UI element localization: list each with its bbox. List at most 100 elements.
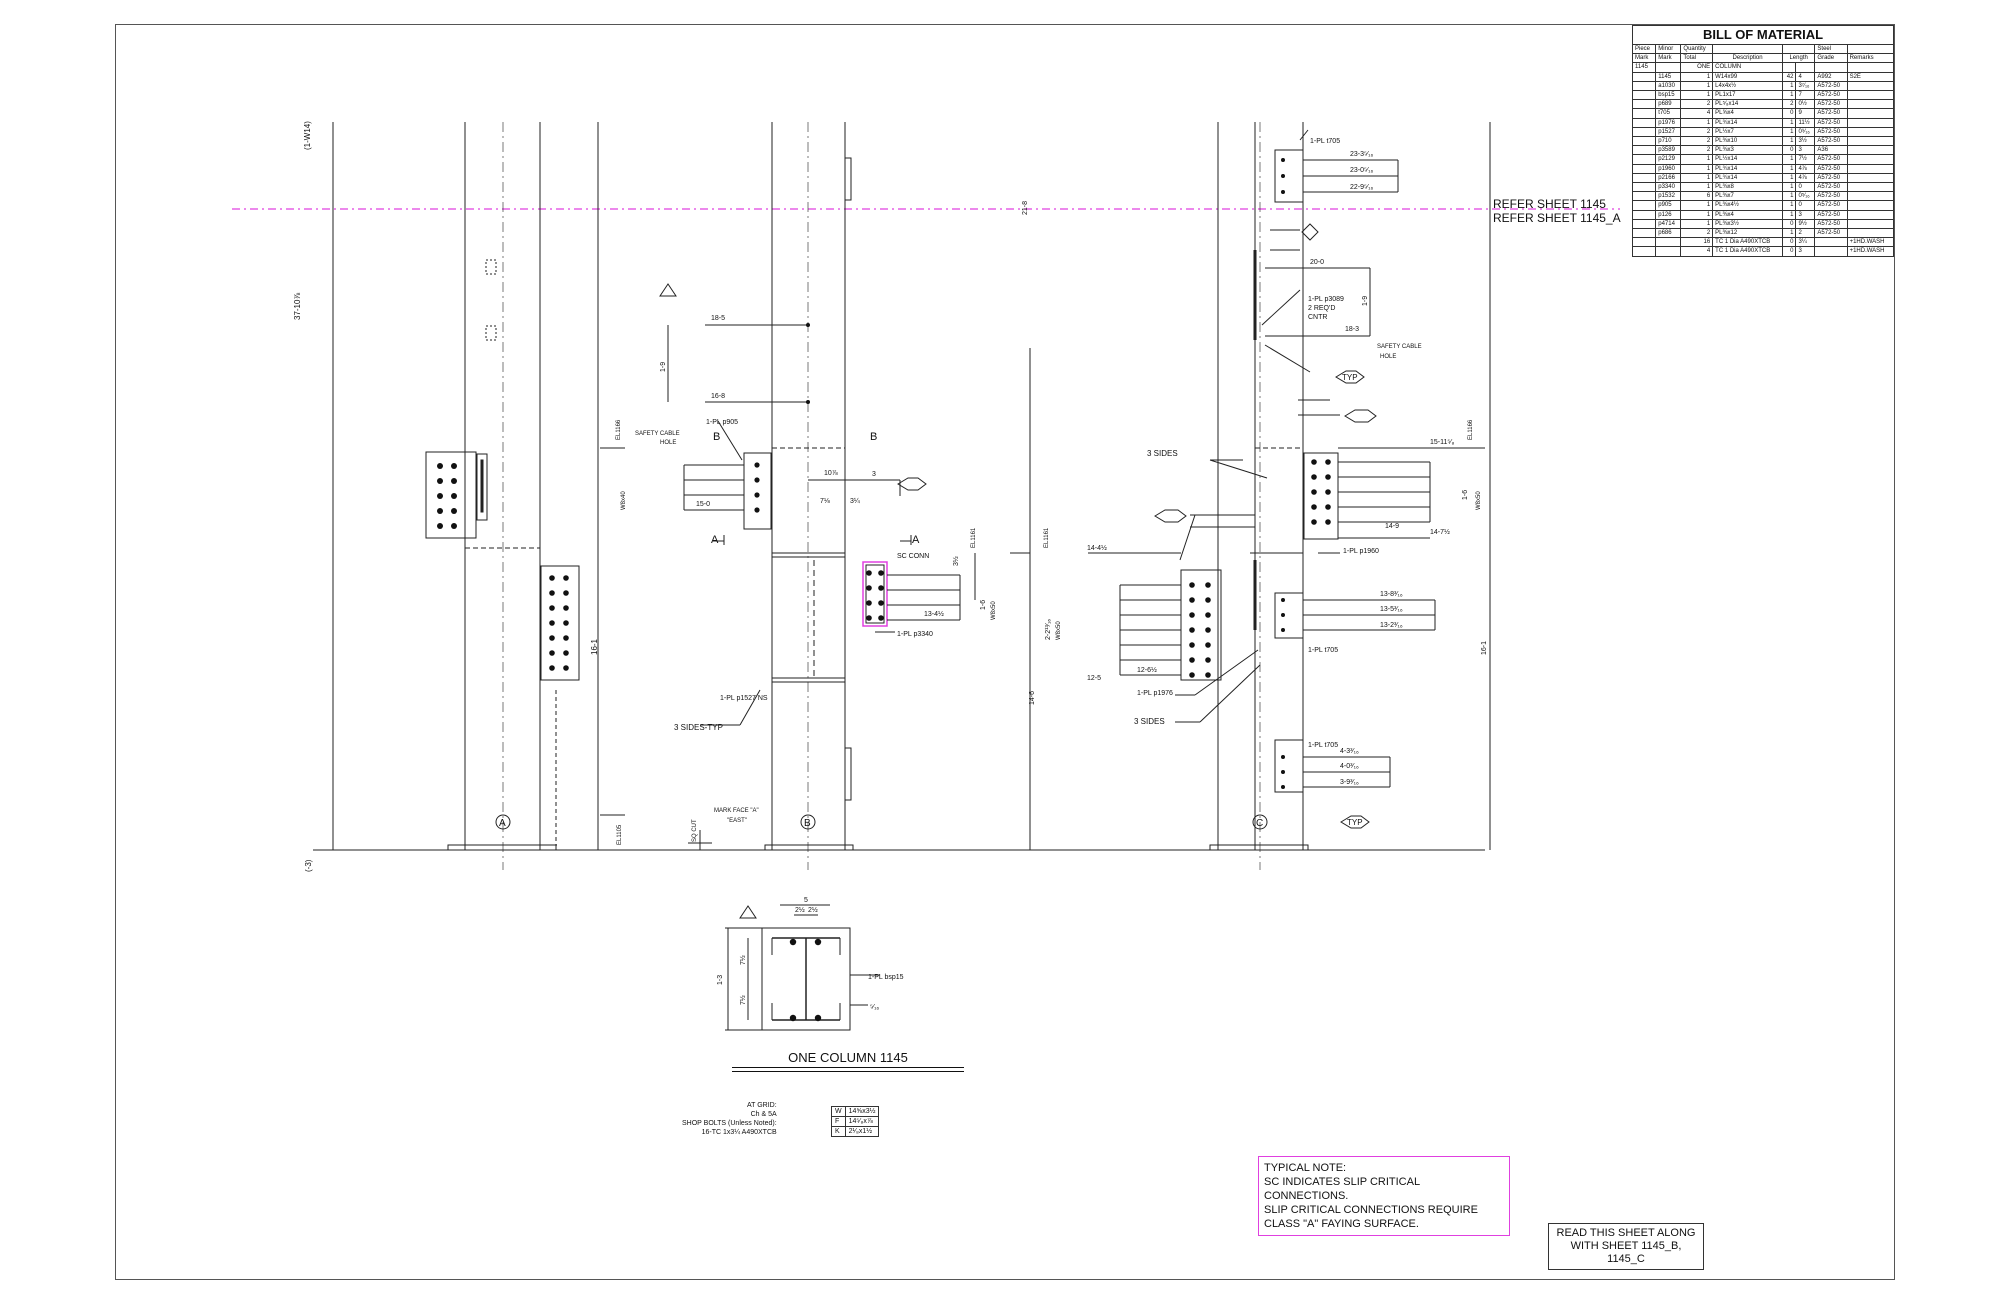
dim-c-23-3: 23-3⁵⁄₁₆	[1350, 151, 1373, 158]
label-c-safety-cable: SAFETY CABLE	[1377, 344, 1422, 350]
grid-c-label: C	[1256, 818, 1263, 829]
dim-c-22-9: 22-9⁵⁄₁₆	[1350, 184, 1373, 191]
bolts-value: 16-TC 1x3¼ A490XTCB	[701, 1129, 777, 1136]
dim-c-1-9: 1-9	[1362, 296, 1369, 306]
dim-b-14-6: 14-6	[1029, 691, 1036, 705]
view-a-dim-right: 16-1	[590, 638, 599, 655]
note-line: SLIP CRITICAL CONNECTIONS REQUIRE	[1264, 1204, 1478, 1216]
typical-note: TYPICAL NOTE: SC INDICATES SLIP CRITICAL…	[1258, 1156, 1510, 1236]
label-c-3-sides-2: 3 SIDES	[1134, 717, 1165, 726]
dim-b-16-8: 16-8	[711, 393, 725, 400]
dim-c-14-7: 14-7½	[1430, 528, 1450, 536]
dim-c-12-6: 12-6½	[1137, 666, 1157, 674]
dim-c-2-2: 2-2¹³⁄₁₆	[1045, 619, 1052, 640]
section-dim-2-1: 2½	[795, 906, 805, 914]
label-el1161-b: EL1161	[971, 527, 977, 548]
view-c	[1088, 122, 1491, 870]
dim-b-21-8: 21-8	[1022, 201, 1029, 215]
label-3-sides-typ: 3 SIDES-TYP	[674, 723, 723, 732]
label-c-pl-t705-top: 1-PL t705	[1310, 138, 1340, 145]
label-c-hole: HOLE	[1380, 354, 1396, 360]
label-b-hole: HOLE	[660, 440, 676, 446]
view-b	[597, 122, 1031, 870]
dim-c-12-5: 12-5	[1087, 675, 1101, 682]
section-a-left: A	[711, 534, 719, 546]
section-dim-5: 5	[804, 897, 808, 904]
refer-sheet-2: REFER SHEET 1145_A	[1493, 211, 1621, 225]
label-c-3-sides-1: 3 SIDES	[1147, 449, 1178, 458]
dim-c-23-0: 23-0⁵⁄₁₆	[1350, 167, 1373, 174]
label-sc-conn: SC CONN	[897, 553, 929, 560]
bolts-label: SHOP BOLTS (Unless Noted):	[682, 1120, 777, 1127]
dim-c-15-11: 15-11⁵⁄₈	[1430, 439, 1454, 446]
drawing-sheet-border	[115, 24, 1895, 1280]
view-c-bolts	[1189, 158, 1331, 789]
label-pl-p1527: 1-PL p1527 NS	[720, 695, 768, 702]
label-c-cntr: CNTR	[1308, 314, 1327, 321]
read-sheet-note: READ THIS SHEET ALONG WITH SHEET 1145_B,…	[1548, 1223, 1704, 1270]
dim-c-16-1: 16-1	[1481, 641, 1488, 655]
section-a-right: A	[912, 534, 920, 546]
dim-b-1-9: 1-9	[660, 362, 667, 372]
dim-b-13-4-1-2: 13-4½	[924, 610, 944, 618]
dim-b-18-5: 18-5	[711, 315, 725, 322]
label-c-w8x50-left: W8x50	[1056, 621, 1062, 640]
label-c-pl-t705-low: 1-PL t705	[1308, 742, 1338, 749]
label-mark-face: MARK FACE "A"	[714, 808, 759, 814]
title-block: ONE COLUMN 1145	[732, 1050, 964, 1072]
dim-b-3-1-4: 3¼	[850, 498, 860, 505]
dim-b-10-7-8: 10⅞	[824, 470, 838, 477]
label-c-el1166: EL1166	[1468, 419, 1474, 440]
grid-label: AT GRID:	[746, 1102, 777, 1109]
label-east: "EAST"	[727, 818, 747, 824]
label-el1166-b: EL1166	[616, 419, 622, 440]
label-c-typ-1: TYP	[1342, 373, 1358, 382]
section-dim-1-3: 1-3	[717, 975, 724, 985]
view-a-top-label: (1-W14)	[303, 121, 312, 150]
refer-sheet-1: REFER SHEET 1145	[1493, 197, 1606, 211]
label-c-el1161: EL1161	[1044, 527, 1050, 548]
label-sq-cut: SQ CUT	[692, 819, 698, 842]
dim-c-4-0: 4-0³⁄₁₆	[1340, 763, 1359, 770]
view-a-bottom: (-3)	[304, 859, 313, 872]
note-line: CLASS "A" FAYING SURFACE.	[1264, 1218, 1419, 1230]
label-w8x40: W8x40	[621, 491, 627, 510]
dim-b-1-6: 1-6	[980, 600, 987, 610]
dim-c-3-9: 3-9³⁄₁₆	[1340, 779, 1359, 786]
view-a	[313, 122, 1485, 870]
section-weld: ⁵⁄₁₆	[870, 1004, 879, 1011]
label-b-pl-p905: 1-PL p905	[706, 419, 738, 426]
dim-c-13-2: 13-2³⁄₁₆	[1380, 622, 1403, 629]
view-a-height: 37-10⅞	[293, 293, 302, 320]
view-a-bolts	[437, 463, 569, 671]
grid-b-bubble	[800, 814, 816, 830]
dim-c-18-3: 18-3	[1345, 326, 1359, 333]
dim-c-13-5: 13-5³⁄₁₆	[1380, 606, 1403, 613]
grid-c-bubble	[1252, 814, 1268, 830]
label-c-pl-p3089: 1-PL p3089	[1308, 296, 1344, 303]
label-c-pl-p1976: 1-PL p1976	[1137, 690, 1173, 697]
section-dim-7-2: 7½	[739, 995, 747, 1005]
dim-b-7-1-8: 7⅛	[820, 498, 830, 505]
label-el1105: EL1105	[617, 824, 623, 845]
label-c-pl-t705-mid: 1-PL t705	[1308, 647, 1338, 654]
